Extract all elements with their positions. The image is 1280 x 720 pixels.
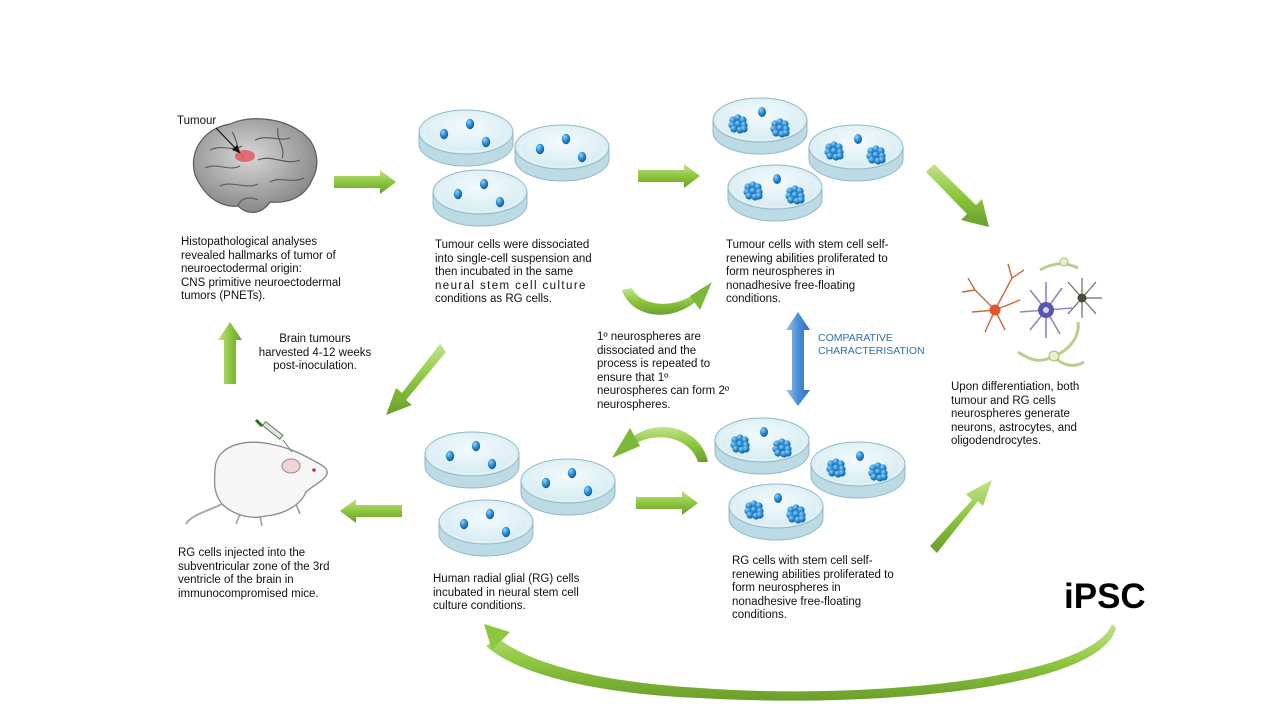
caption-differentiation: Upon differentiation, both tumour and RG…: [951, 381, 1080, 447]
arrow-rg-spheres-to-neurons: [930, 480, 992, 553]
single-cell: [471, 440, 481, 452]
ipsc-label: iPSC: [1064, 577, 1146, 616]
single-cell: [583, 485, 593, 497]
petri-dish-single-cells: [424, 431, 520, 489]
curved-arrow-passage-top: [622, 282, 712, 315]
brain-illustration: [192, 118, 318, 213]
curved-arrow-passage-bottom: [612, 427, 708, 462]
single-cell: [774, 493, 782, 503]
neurosphere-cluster: [728, 114, 748, 134]
petri-dish-neurospheres: [727, 164, 823, 222]
single-cell: [758, 107, 766, 117]
arrow-spheres-to-neurons: [926, 164, 989, 227]
single-cell: [501, 526, 511, 538]
neurosphere-cluster: [785, 185, 805, 205]
single-cell: [854, 134, 862, 144]
arrow-rg-dish-to-spheres: [636, 491, 698, 515]
neurosphere-cluster: [866, 145, 886, 165]
single-cell: [481, 136, 491, 148]
ipsc-return-arrow: [484, 624, 1116, 701]
caption-rg-incubated: Human radial glial (RG) cells incubated …: [433, 573, 580, 612]
syringe-icon: [254, 418, 293, 453]
arrow-brain-to-dish: [334, 170, 396, 194]
neurosphere-cluster: [730, 434, 750, 454]
arrow-mouse-to-histology: [218, 322, 242, 384]
caption-neurosphere-passage: 1º neurospheres are dissociated and the …: [597, 331, 730, 411]
petri-dishes: [418, 97, 906, 557]
single-cell: [465, 118, 475, 130]
petri-dish-single-cells: [520, 458, 616, 516]
single-cell: [439, 128, 449, 140]
neurosphere-cluster: [824, 141, 844, 161]
neurosphere-cluster: [743, 181, 763, 201]
mouse-illustration: [185, 418, 328, 527]
petri-dish-single-cells: [432, 169, 528, 227]
caption-tumour-dissociated: Tumour cells were dissociated into singl…: [435, 239, 592, 305]
single-cell: [487, 458, 497, 470]
single-cell: [453, 188, 463, 200]
neurosphere-cluster: [744, 500, 764, 520]
petri-dish-neurospheres: [808, 124, 904, 182]
neurosphere-cluster: [770, 118, 790, 138]
tumour-label: Tumour: [177, 115, 217, 127]
petri-dish-neurospheres: [728, 483, 824, 541]
neurosphere-cluster: [786, 504, 806, 524]
single-cell: [459, 518, 469, 530]
neurosphere-cluster: [772, 438, 792, 458]
petri-dish-single-cells: [438, 499, 534, 557]
single-cell: [535, 143, 545, 155]
single-cell: [485, 508, 495, 520]
comparative-characterisation-label: COMPARATIVE CHARACTERISATION: [818, 332, 925, 357]
single-cell: [495, 196, 505, 208]
petri-dish-neurospheres: [712, 97, 808, 155]
single-cell: [541, 477, 551, 489]
petri-dish-neurospheres: [714, 417, 810, 475]
caption-histopathology: Histopathological analyses revealed hall…: [181, 236, 341, 302]
caption-rg-injected: RG cells injected into the subventricula…: [178, 547, 330, 600]
single-cell: [856, 451, 864, 461]
arrow-dish-to-spheres-top: [638, 164, 700, 188]
neurosphere-cluster: [868, 462, 888, 482]
single-cell: [760, 427, 768, 437]
caption-brain-harvest: Brain tumours harvested 4-12 weeks post-…: [258, 333, 372, 372]
caption-tumour-neurospheres: Tumour cells with stem cell self- renewi…: [726, 239, 889, 305]
single-cell: [577, 151, 587, 163]
comparative-double-arrow: [786, 312, 810, 406]
caption-rg-neurospheres: RG cells with stem cell self- renewing a…: [732, 555, 894, 621]
petri-dish-single-cells: [514, 124, 610, 182]
single-cell: [445, 450, 455, 462]
single-cell: [479, 178, 489, 190]
arrow-harvest-to-mouse: [386, 344, 446, 415]
arrow-rg-dish-to-mouse: [340, 499, 402, 523]
single-cell: [567, 467, 577, 479]
single-cell: [561, 133, 571, 145]
single-cell: [773, 174, 781, 184]
petri-dish-single-cells: [418, 109, 514, 167]
neurosphere-cluster: [826, 458, 846, 478]
petri-dish-neurospheres: [810, 441, 906, 499]
neural-cells-illustration: [961, 257, 1102, 367]
